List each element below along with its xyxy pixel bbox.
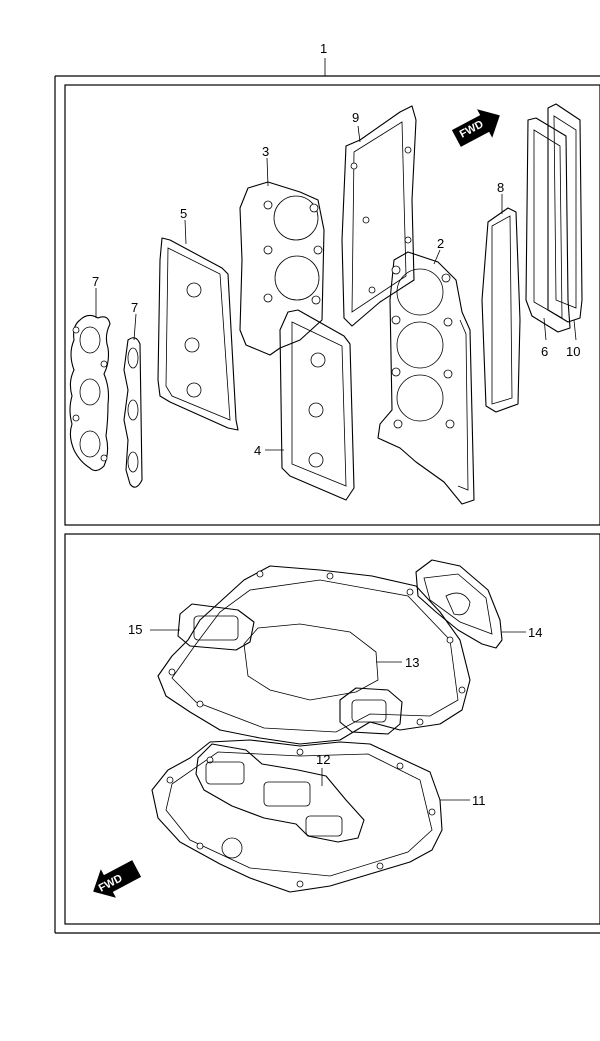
callout-7b: 7: [131, 300, 138, 315]
callout-13: 13: [405, 655, 419, 670]
callout-4: 4: [254, 443, 261, 458]
kit-bracket: [54, 58, 600, 934]
callout-11: 11: [472, 793, 486, 808]
callout-12: 12: [316, 752, 330, 767]
callout-7a: 7: [92, 274, 99, 289]
callout-2: 2: [437, 236, 444, 251]
callout-8: 8: [497, 180, 504, 195]
bottom-gasket-11: [151, 739, 443, 893]
callout-9: 9: [352, 110, 359, 125]
manifold-gasket-9: [341, 105, 417, 327]
callout-1: 1: [320, 41, 327, 56]
fwd-arrow-bottom: [93, 860, 142, 898]
water-gasket-12: [195, 743, 365, 843]
callout-5: 5: [180, 206, 187, 221]
cam-cover-gasket-5: [157, 237, 239, 431]
fwd-arrow-top: [451, 109, 500, 147]
cover-gasket-10: [547, 103, 583, 323]
head-gasket-2: [377, 251, 475, 505]
side-gasket-14: [415, 559, 503, 649]
port-gasket-13-inner: [339, 687, 403, 735]
exhaust-gasket-7b: [123, 337, 143, 488]
exhaust-gasket-7a: [69, 314, 111, 472]
upper-leader-lines: [95, 125, 577, 451]
callout-15: 15: [128, 622, 142, 637]
exhaust-cover-gasket-8: [481, 207, 521, 413]
lower-panel-frame: [64, 533, 600, 925]
callout-3: 3: [262, 144, 269, 159]
callout-6: 6: [541, 344, 548, 359]
cam-cover-gasket-4: [279, 309, 355, 501]
callout-14: 14: [528, 625, 542, 640]
lower-leader-lines: [150, 629, 526, 801]
upper-panel-frame: [64, 84, 600, 526]
head-gasket-3: [239, 181, 325, 356]
small-gasket-15: [177, 603, 255, 651]
crankcase-gasket-13: [157, 565, 471, 745]
callout-10: 10: [566, 344, 580, 359]
